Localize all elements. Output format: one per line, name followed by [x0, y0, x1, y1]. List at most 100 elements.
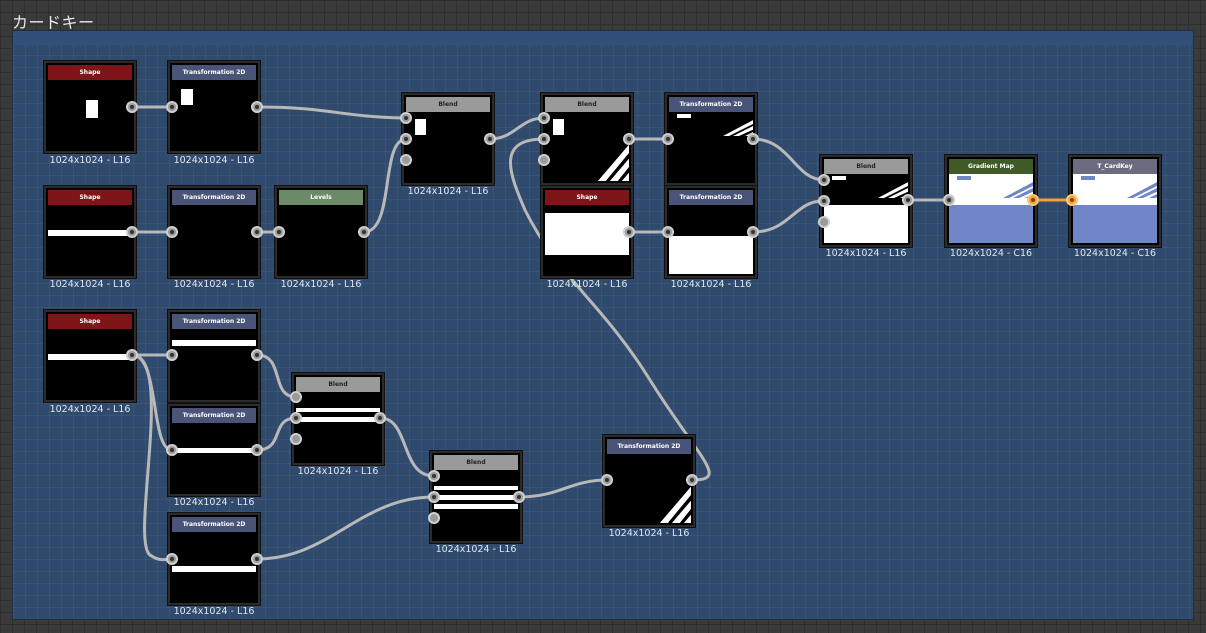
- gradient-map-node[interactable]: Gradient Map: [945, 155, 1037, 247]
- input-port[interactable]: [400, 112, 412, 124]
- node-resolution: 1024x1024 - L16: [49, 279, 131, 290]
- wire: [255, 353, 298, 399]
- node-title: Transformation 2D: [669, 97, 753, 112]
- frame-title[interactable]: カードキー: [12, 13, 95, 32]
- shape-node[interactable]: Shape: [44, 61, 136, 153]
- node-title: Shape: [545, 190, 629, 205]
- transformation-2d-node[interactable]: Transformation 2D: [168, 186, 260, 278]
- input-port[interactable]: [538, 154, 550, 166]
- node-title: Transformation 2D: [172, 408, 256, 423]
- input-port[interactable]: [428, 512, 440, 524]
- input-port[interactable]: [428, 491, 440, 503]
- blend-node[interactable]: Blend: [292, 373, 384, 465]
- output-port[interactable]: [374, 412, 386, 424]
- shape-node[interactable]: Shape: [44, 186, 136, 278]
- blend-node[interactable]: Blend: [430, 451, 522, 543]
- node-preview: [172, 532, 256, 601]
- output-port[interactable]: [251, 349, 263, 361]
- node-resolution: 1024x1024 - L16: [49, 155, 131, 166]
- input-port[interactable]: [943, 194, 955, 206]
- node-resolution: 1024x1024 - L16: [670, 279, 752, 290]
- input-port[interactable]: [273, 226, 285, 238]
- node-preview: [949, 174, 1033, 243]
- output-port[interactable]: [623, 133, 635, 145]
- wire: [130, 353, 174, 562]
- transformation-2d-node[interactable]: Transformation 2D: [168, 61, 260, 153]
- node-title: Transformation 2D: [172, 517, 256, 532]
- output-port[interactable]: [747, 226, 759, 238]
- input-port[interactable]: [818, 216, 830, 228]
- input-port[interactable]: [400, 154, 412, 166]
- blend-node[interactable]: Blend: [820, 155, 912, 247]
- levels-node[interactable]: Levels: [275, 186, 367, 278]
- input-port[interactable]: [166, 553, 178, 565]
- wire: [255, 416, 298, 452]
- wire: [509, 137, 711, 482]
- node-title: Levels: [279, 190, 363, 205]
- node-title: Transformation 2D: [607, 439, 691, 454]
- input-port[interactable]: [538, 112, 550, 124]
- wire: [255, 495, 436, 561]
- input-port[interactable]: [538, 133, 550, 145]
- input-port[interactable]: [166, 349, 178, 361]
- transformation-2d-node[interactable]: Transformation 2D: [665, 93, 757, 185]
- node-title: Blend: [406, 97, 490, 112]
- transformation-2d-node[interactable]: Transformation 2D: [168, 404, 260, 496]
- node-title: Transformation 2D: [172, 65, 256, 80]
- output-port[interactable]: [358, 226, 370, 238]
- node-preview: [669, 112, 753, 181]
- input-port[interactable]: [428, 470, 440, 482]
- output-port[interactable]: [251, 226, 263, 238]
- node-title: Transformation 2D: [172, 190, 256, 205]
- output-port[interactable]: [686, 474, 698, 486]
- node-resolution: 1024x1024 - L16: [49, 404, 131, 415]
- input-port[interactable]: [290, 412, 302, 424]
- blend-node[interactable]: Blend: [402, 93, 494, 185]
- transformation-2d-node[interactable]: Transformation 2D: [665, 186, 757, 278]
- node-preview: [824, 174, 908, 243]
- input-port[interactable]: [290, 433, 302, 445]
- output-port[interactable]: [251, 444, 263, 456]
- output-port[interactable]: [251, 101, 263, 113]
- output-port[interactable]: [126, 101, 138, 113]
- frame-header-bar[interactable]: [13, 31, 1193, 45]
- input-port[interactable]: [1066, 194, 1078, 206]
- node-resolution: 1024x1024 - L16: [825, 248, 907, 259]
- input-port[interactable]: [166, 101, 178, 113]
- output-port[interactable]: [902, 194, 914, 206]
- node-preview: [279, 205, 363, 274]
- input-port[interactable]: [290, 391, 302, 403]
- input-port[interactable]: [400, 133, 412, 145]
- wire: [378, 416, 436, 478]
- node-preview: [172, 423, 256, 492]
- output-port[interactable]: [1027, 194, 1039, 206]
- node-resolution: 1024x1024 - L16: [173, 279, 255, 290]
- input-port[interactable]: [601, 474, 613, 486]
- output-port[interactable]: [126, 226, 138, 238]
- output-port[interactable]: [484, 133, 496, 145]
- node-preview: [607, 454, 691, 523]
- input-port[interactable]: [662, 133, 674, 145]
- node-resolution: 1024x1024 - L16: [546, 279, 628, 290]
- shape-node[interactable]: Shape: [541, 186, 633, 278]
- transformation-2d-node[interactable]: Transformation 2D: [168, 310, 260, 402]
- output-port[interactable]: [251, 553, 263, 565]
- output-port[interactable]: [126, 349, 138, 361]
- input-port[interactable]: [818, 195, 830, 207]
- input-port[interactable]: [166, 226, 178, 238]
- blend-node[interactable]: Blend: [541, 93, 633, 185]
- input-port[interactable]: [818, 174, 830, 186]
- output-port[interactable]: [623, 226, 635, 238]
- node-resolution: 1024x1024 - L16: [608, 528, 690, 539]
- transformation-2d-node[interactable]: Transformation 2D: [168, 513, 260, 605]
- input-port[interactable]: [662, 226, 674, 238]
- node-preview: [669, 205, 753, 274]
- transformation-2d-node[interactable]: Transformation 2D: [603, 435, 695, 527]
- output-node[interactable]: T_CardKey: [1069, 155, 1161, 247]
- node-resolution: 1024x1024 - L16: [173, 155, 255, 166]
- output-port[interactable]: [747, 133, 759, 145]
- wire: [517, 478, 609, 499]
- input-port[interactable]: [166, 444, 178, 456]
- output-port[interactable]: [513, 491, 525, 503]
- shape-node[interactable]: Shape: [44, 310, 136, 402]
